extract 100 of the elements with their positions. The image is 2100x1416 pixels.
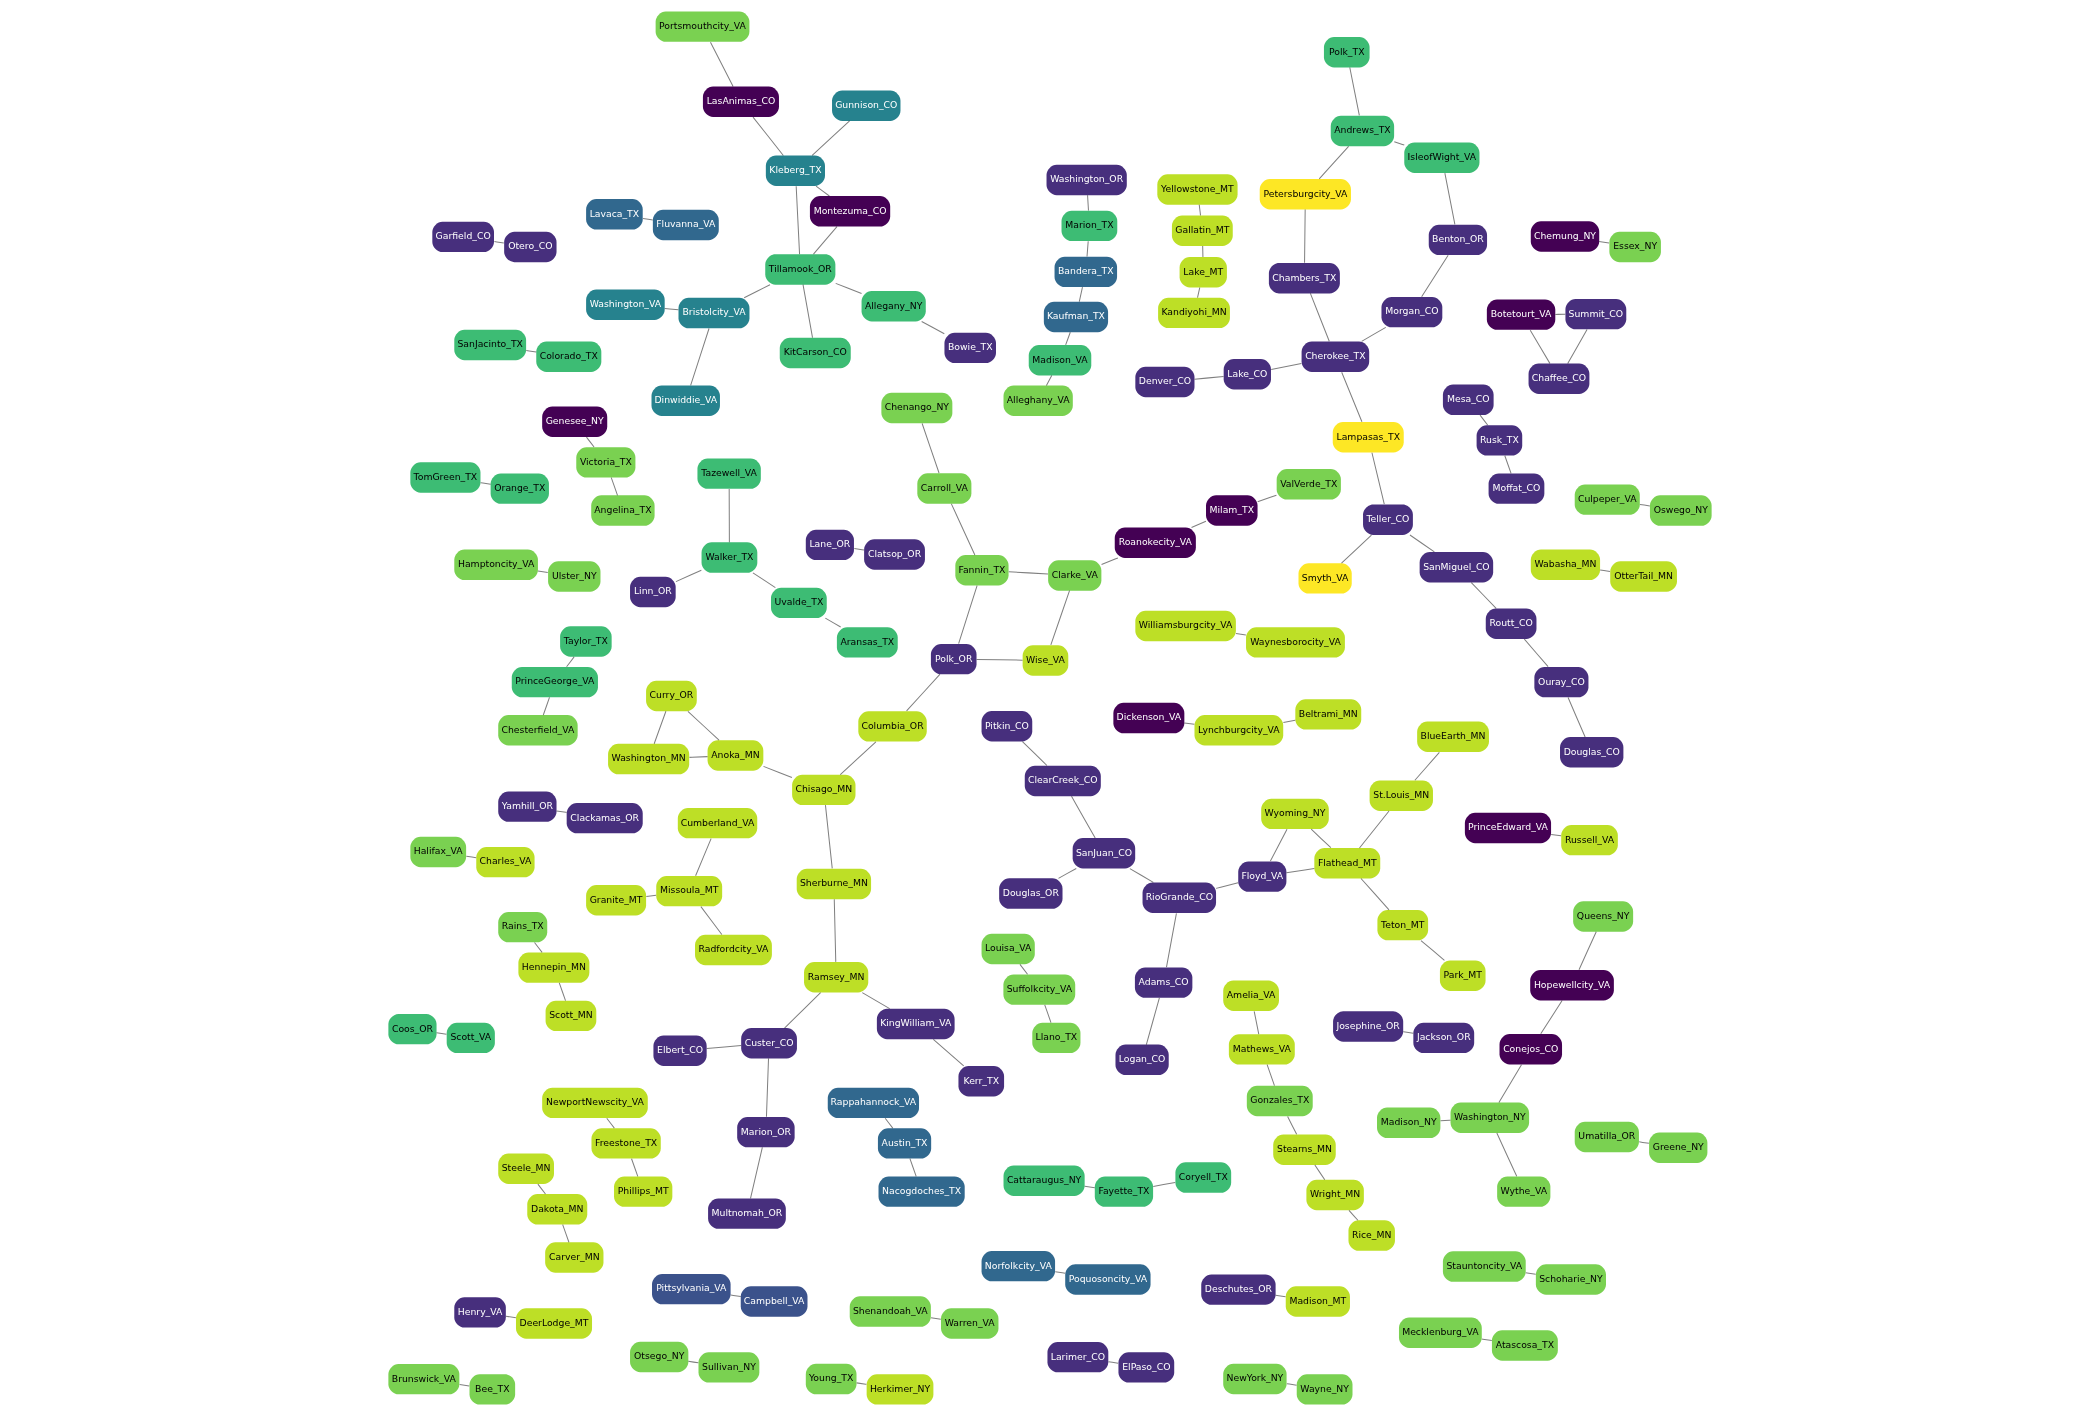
connector xyxy=(1065,331,1071,346)
node-box: Radfordcity_VA xyxy=(695,934,772,966)
node-box: Stauntoncity_VA xyxy=(1442,1251,1526,1282)
node-box: SanJuan_CO xyxy=(1072,838,1136,869)
node-box: Flathead_MT xyxy=(1314,848,1381,879)
connector xyxy=(1198,204,1202,216)
connector xyxy=(1554,313,1566,315)
node-box: Queens_NY xyxy=(1573,901,1634,932)
connector xyxy=(730,1294,742,1297)
node-box: Milam_TX xyxy=(1206,495,1258,526)
connector xyxy=(1101,557,1119,566)
node-box: Pitkin_CO xyxy=(981,711,1033,742)
node-box: Amelia_VA xyxy=(1223,980,1279,1011)
node-box: Madison_VA xyxy=(1028,344,1092,376)
node-box: Sullivan_NY xyxy=(698,1352,760,1383)
node-box: ClearCreek_CO xyxy=(1024,765,1101,797)
node-box: Hopewellcity_VA xyxy=(1530,969,1614,1001)
node-box: Mecklenburg_VA xyxy=(1398,1317,1482,1348)
node-box: Rusk_TX xyxy=(1476,425,1523,456)
connector xyxy=(1019,963,1029,975)
node-box: Shenandoah_VA xyxy=(849,1296,931,1327)
node-box: Lake_CO xyxy=(1223,359,1271,390)
node-box: Lane_OR xyxy=(805,529,854,561)
node-box: Wythe_VA xyxy=(1497,1176,1551,1207)
node-box: DeerLodge_MT xyxy=(516,1308,593,1339)
connector xyxy=(1084,1185,1096,1189)
node-box: Schoharie_NY xyxy=(1535,1264,1606,1295)
connector xyxy=(534,941,543,953)
node-box: PrinceGeorge_VA xyxy=(511,666,598,698)
node-box: Gonzales_TX xyxy=(1246,1085,1313,1117)
node-box: Steele_MN xyxy=(498,1153,554,1184)
connector xyxy=(1191,520,1207,528)
connector xyxy=(606,1117,615,1129)
node-box: Dakota_MN xyxy=(527,1194,588,1225)
node-box: Wyoming_NY xyxy=(1261,798,1329,830)
node-box: Granite_MT xyxy=(586,885,647,916)
node-box: Gunnison_CO xyxy=(832,90,901,121)
node-box: Coryell_TX xyxy=(1175,1162,1232,1193)
node-box: Waynesborocity_VA xyxy=(1246,627,1345,658)
node-box: Columbia_OR xyxy=(858,711,927,742)
node-box: Larimer_CO xyxy=(1047,1341,1109,1373)
node-box: Fluvanna_VA xyxy=(652,209,719,241)
connector xyxy=(1086,240,1089,257)
node-box: Bandera_TX xyxy=(1054,256,1118,288)
node-box: Botetourt_VA xyxy=(1486,299,1556,330)
node-box: Williamsburgcity_VA xyxy=(1135,610,1236,642)
connector xyxy=(1235,633,1247,636)
node-box: Curry_OR xyxy=(646,680,697,712)
connector xyxy=(1479,414,1489,426)
node-box: Young_TX xyxy=(805,1363,857,1395)
node-box: Carver_MN xyxy=(545,1242,604,1273)
connector xyxy=(1078,286,1083,303)
connector xyxy=(1314,1164,1326,1181)
node-box: Victoria_TX xyxy=(576,447,636,478)
node-box: Hamptoncity_VA xyxy=(454,549,538,580)
node-box: Kaufman_TX xyxy=(1043,301,1109,333)
node-box: Washington_MN xyxy=(608,743,690,775)
connector xyxy=(687,1360,699,1364)
node-box: Taylor_TX xyxy=(560,626,612,657)
node-box: Cumberland_VA xyxy=(677,807,758,839)
node-box: Cattaraugus_NY xyxy=(1003,1165,1085,1196)
node-box: Conejos_CO xyxy=(1499,1034,1563,1065)
node-box: Polk_TX xyxy=(1323,37,1370,68)
node-box: LasAnimas_CO xyxy=(702,86,779,117)
connector xyxy=(1599,569,1611,572)
connector xyxy=(1440,1119,1451,1122)
connector xyxy=(1197,287,1201,299)
node-box: Alleghany_VA xyxy=(1003,385,1073,416)
connector xyxy=(1054,1271,1066,1274)
node-box: Rice_MN xyxy=(1348,1220,1395,1251)
node-box: Chesterfield_VA xyxy=(498,715,578,746)
node-box: KingWilliam_VA xyxy=(876,1008,955,1040)
connector xyxy=(1402,1031,1414,1034)
connector xyxy=(664,307,679,311)
node-box: Polk_OR xyxy=(930,643,977,675)
node-box: Benton_OR xyxy=(1428,224,1488,256)
node-box: Montezuma_CO xyxy=(809,196,891,227)
node-box: Wabasha_MN xyxy=(1530,549,1601,580)
node-box: Mathews_VA xyxy=(1228,1034,1295,1065)
connector xyxy=(493,241,505,244)
node-box: Douglas_CO xyxy=(1560,737,1624,768)
node-box: Yellowstone_MT xyxy=(1157,174,1238,205)
connector xyxy=(1393,141,1405,146)
connector xyxy=(1108,1361,1119,1364)
node-box: Roanokecity_VA xyxy=(1114,527,1196,558)
node-box: Logan_CO xyxy=(1115,1044,1169,1075)
node-box: PrinceEdward_VA xyxy=(1464,812,1552,844)
node-box: Norfolkcity_VA xyxy=(981,1250,1056,1282)
node-box: Chenango_NY xyxy=(881,392,953,424)
node-box: Poquosoncity_VA xyxy=(1065,1264,1151,1295)
node-box: Marion_TX xyxy=(1061,210,1118,242)
connector xyxy=(645,894,657,897)
node-box: Allegany_NY xyxy=(861,291,926,322)
node-box: TomGreen_TX xyxy=(410,462,481,493)
node-box: Lampasas_TX xyxy=(1332,422,1404,453)
node-box: Angelina_TX xyxy=(591,495,655,526)
node-box: KitCarson_CO xyxy=(779,337,851,369)
node-box: Kleberg_TX xyxy=(765,155,825,186)
node-box: Essex_NY xyxy=(1609,231,1661,263)
node-box: ValVerde_TX xyxy=(1276,469,1341,500)
